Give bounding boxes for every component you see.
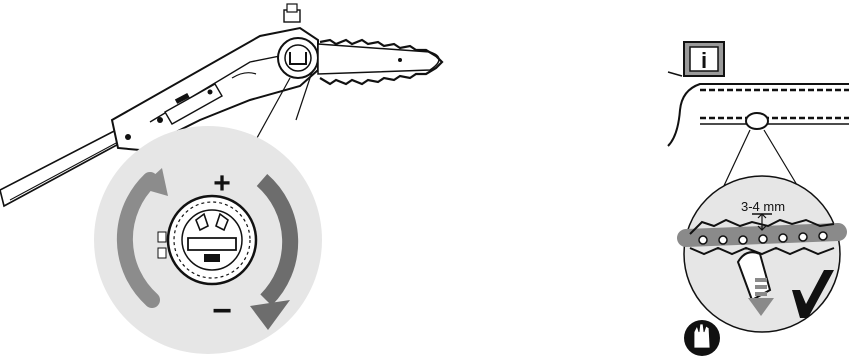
tension-measure-label: 3-4 mm [741,199,785,214]
loosen-minus-symbol: − [212,292,232,330]
pole-saw-illustration [0,3,444,208]
info-symbol: i [701,48,707,73]
guide-bar-side-view [667,83,849,191]
info-icon [683,41,725,77]
protective-gloves-icon [684,320,720,356]
knob-magnifier [94,126,322,354]
push-down-arrow-icon [748,278,774,316]
checkmark-icon [792,270,834,318]
tighten-plus-symbol: + [213,167,231,200]
